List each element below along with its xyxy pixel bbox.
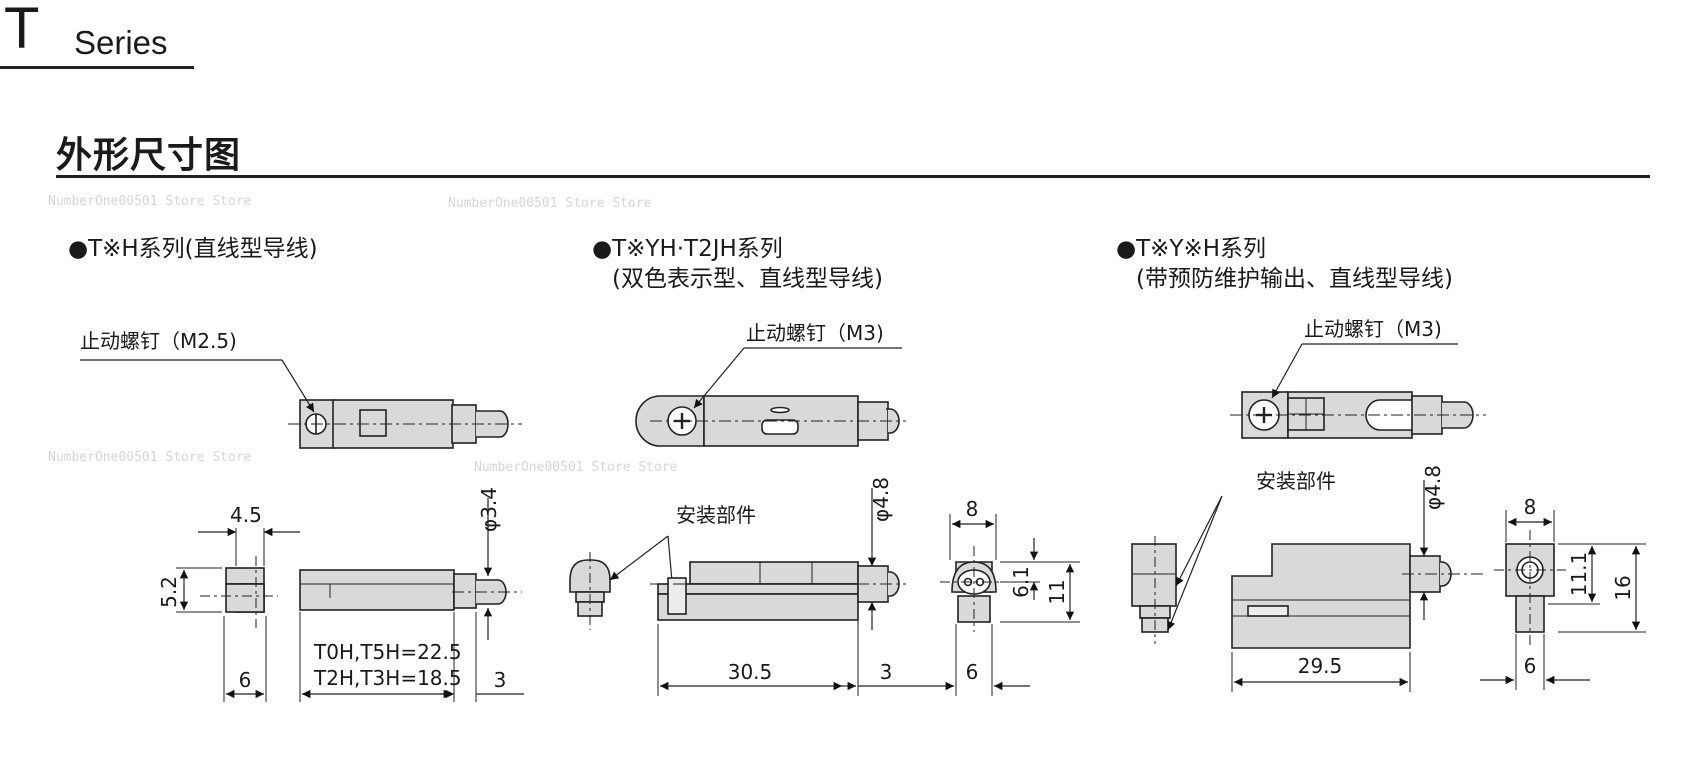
section-3-screw-label: 止动螺钉（M3) — [1304, 317, 1442, 341]
dim-length-line2: T2H,T3H=18.5 — [313, 666, 462, 690]
dim-30-5: 30.5 — [728, 660, 773, 684]
dim-6-a: 6 — [966, 660, 979, 684]
dim-4-5: 4.5 — [230, 503, 262, 527]
series-word: Series — [74, 24, 168, 61]
section-2-end-view — [920, 514, 1080, 696]
dim-6: 6 — [239, 668, 252, 692]
section-3-length-view — [1231, 480, 1484, 692]
title-rule — [56, 175, 1650, 178]
dim-8-b: 8 — [1524, 495, 1537, 519]
section-2-title: ●T※YH·T2JH系列 — [592, 236, 783, 262]
section-3-mount-part — [1131, 495, 1223, 644]
section-2-subtitle: (双色表示型、直线型导线) — [612, 266, 883, 292]
dim-phi-3-4: φ3.4 — [477, 487, 501, 532]
section-1-title: ●T※H系列(直线型导线) — [68, 236, 318, 262]
dim-3: 3 — [494, 668, 507, 692]
dim-phi-4-8-b: φ4.8 — [1421, 465, 1445, 510]
dim-11-1: 11.1 — [1567, 552, 1591, 597]
page-title: 外形尺寸图 — [56, 135, 242, 176]
section-3-title: ●T※Y※H系列 — [1116, 236, 1267, 262]
section-2-top-view — [635, 347, 906, 447]
dim-3-b: 3 — [880, 660, 893, 684]
dim-16: 16 — [1611, 575, 1635, 600]
section-1-top-view — [80, 359, 522, 449]
section-3-subtitle: (带预防维护输出、直线型导线) — [1136, 266, 1453, 292]
dim-29-5: 29.5 — [1298, 654, 1343, 678]
series-letter: T — [4, 0, 40, 61]
dim-length-line1: T0H,T5H=22.5 — [313, 640, 462, 664]
dim-6-1: 6.1 — [1009, 566, 1033, 598]
dim-6-b: 6 — [1524, 654, 1537, 678]
series-underline — [0, 66, 194, 69]
dim-phi-4-8-a: φ4.8 — [869, 477, 893, 522]
dim-5-2: 5.2 — [157, 576, 181, 608]
section-3-mount-label: 安装部件 — [1256, 469, 1336, 493]
section-3-end-view — [1480, 510, 1646, 690]
section-2-screw-label: 止动螺钉（M3) — [746, 321, 884, 345]
section-2-mount-part — [569, 535, 678, 630]
section-2-mount-label: 安装部件 — [676, 503, 756, 527]
dim-11: 11 — [1045, 579, 1069, 604]
section-1-screw-label: 止动螺钉（M2.5) — [80, 329, 237, 353]
section-1-side-view — [176, 527, 300, 702]
section-1-length-view — [299, 498, 524, 702]
section-3-top-view — [1230, 343, 1486, 439]
section-2-length-view — [650, 488, 920, 696]
dim-8-a: 8 — [966, 497, 979, 521]
